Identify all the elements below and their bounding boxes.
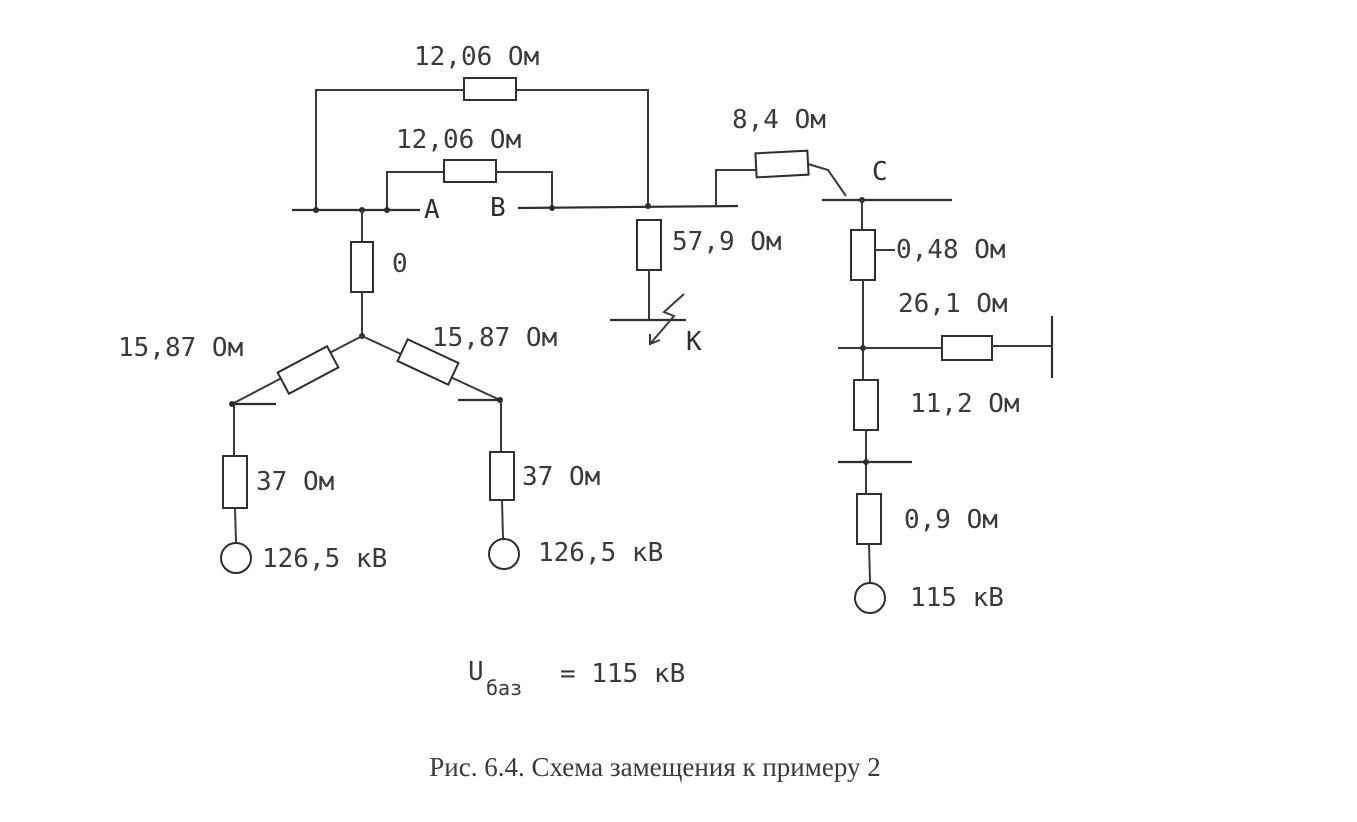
- node-dot: [863, 459, 869, 465]
- label-fault-k: K: [686, 327, 702, 357]
- wire: [234, 507, 237, 543]
- label-r-ab: 12,06 Ом: [396, 125, 521, 155]
- fault-arrow-icon: [649, 293, 685, 345]
- resistor-c-0-48: [850, 229, 876, 281]
- source-c: [854, 582, 886, 614]
- wire: [501, 499, 504, 539]
- source-left: [220, 542, 252, 574]
- source-right: [488, 538, 520, 570]
- node-dot: [645, 203, 651, 209]
- top-loop-wire: [315, 89, 464, 210]
- label-r-c2: 11,2 Ом: [910, 389, 1020, 419]
- resistor-ab-12-06: [443, 159, 497, 183]
- label-r-gen-right: 37 Ом: [522, 462, 600, 492]
- ubase-subscript: баз: [486, 676, 522, 700]
- resistor-zero: [350, 241, 374, 293]
- label-r-zero: 0: [392, 249, 408, 279]
- resistor-star-right: [396, 337, 460, 387]
- label-v-c: 115 кВ: [910, 583, 1004, 613]
- figure-caption: Рис. 6.4. Схема замещения к примеру 2: [429, 752, 881, 782]
- label-node-c: C: [872, 157, 888, 187]
- ab-wire-left: [386, 171, 444, 210]
- wire: [868, 543, 871, 583]
- label-r-fault: 57,9 Ом: [672, 227, 782, 257]
- resistor-gen-left-37: [222, 455, 248, 509]
- node-dot: [549, 205, 555, 211]
- label-node-a: A: [424, 195, 440, 225]
- bc-wire-right: [807, 163, 847, 197]
- ubase-value: = 115 кВ: [560, 659, 685, 689]
- label-r-gen-left: 37 Ом: [256, 467, 334, 497]
- label-r-branch: 26,1 Ом: [898, 289, 1008, 319]
- label-v-right: 126,5 кВ: [538, 538, 663, 568]
- top-loop-wire-right: [516, 89, 649, 206]
- label-r-top: 12,06 Ом: [414, 42, 539, 72]
- resistor-gen-right-37: [489, 451, 515, 501]
- resistor-c-0-9: [856, 493, 882, 545]
- resistor-star-left: [276, 344, 340, 396]
- label-r-star-left: 15,87 Ом: [118, 333, 243, 363]
- node-dot: [384, 207, 390, 213]
- bc-wire-left: [715, 169, 756, 206]
- fault-arrow-head-icon: [649, 334, 661, 346]
- resistor-c-11-2: [853, 379, 879, 431]
- label-r-star-right: 15,87 Ом: [432, 323, 557, 353]
- resistor-top-12-06: [463, 77, 517, 101]
- label-r-bc: 8,4 Ом: [732, 105, 826, 135]
- resistor-fault-57-9: [636, 219, 662, 271]
- ab-wire-right: [496, 171, 553, 208]
- label-r-c1: 0,48 Ом: [896, 235, 1006, 265]
- resistor-bc-8-4: [754, 149, 810, 179]
- label-node-b: B: [490, 193, 506, 223]
- ubase-symbol: U: [468, 657, 484, 687]
- label-v-left: 126,5 кВ: [262, 544, 387, 574]
- resistor-branch-26-1: [941, 335, 993, 361]
- label-r-c3: 0,9 Ом: [904, 505, 998, 535]
- node-dot: [313, 207, 319, 213]
